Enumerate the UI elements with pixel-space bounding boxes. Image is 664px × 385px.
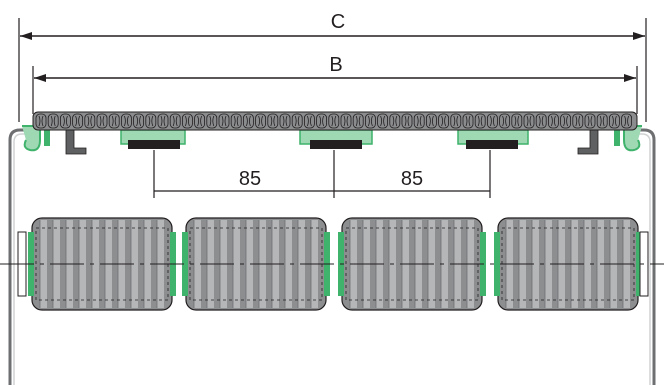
dimension-c: C (18, 11, 647, 122)
chain-links (35, 113, 632, 129)
chain-link (255, 113, 267, 129)
dimension-b: B (32, 54, 638, 114)
chain-link (413, 113, 425, 129)
chain-link (133, 113, 145, 129)
chain-link (267, 113, 279, 129)
chain-link (291, 113, 303, 129)
chain-link (401, 113, 413, 129)
chain-link (340, 113, 352, 129)
chain-link (474, 113, 486, 129)
chain-link (572, 113, 584, 129)
chain-link (621, 113, 632, 129)
spacing-right-label: 85 (401, 168, 423, 190)
chain-link (242, 113, 254, 129)
chain-link (108, 113, 120, 129)
chain-link (316, 113, 328, 129)
chain-link (584, 113, 596, 129)
chain-link (389, 113, 401, 129)
chain-link (609, 113, 620, 129)
wear-strip-support-3 (457, 129, 529, 149)
wear-strip-support-1 (120, 129, 186, 149)
chain-link (121, 113, 132, 129)
chain-link (145, 113, 157, 129)
chain-link (157, 113, 169, 129)
chain-link (206, 113, 218, 129)
chain-link (352, 113, 364, 129)
chain-link (462, 113, 474, 129)
chain-link (450, 113, 462, 129)
chain-link (35, 113, 47, 129)
chain-link (303, 113, 315, 129)
chain-link (438, 113, 450, 129)
chain-link (596, 113, 608, 129)
chain-link (425, 113, 437, 129)
chain-link (328, 113, 340, 129)
chain-link (169, 113, 181, 129)
chain-link (84, 113, 96, 129)
chain-link (511, 113, 523, 129)
chain-link (279, 113, 291, 129)
dimension-b-label: B (329, 54, 342, 76)
conveyor-chain (32, 111, 638, 131)
side-guide-left (22, 125, 87, 155)
chain-link (72, 113, 83, 129)
chain-link (486, 113, 498, 129)
dimension-c-label: C (331, 11, 345, 33)
chain-link (96, 113, 108, 129)
chain-link (181, 113, 193, 129)
side-frame-right (628, 128, 656, 385)
dimension-spacing: 85 85 (153, 150, 491, 198)
chain-link (377, 113, 389, 129)
chain-link (60, 113, 71, 129)
wear-strip-support-2 (299, 129, 373, 149)
chain-link (364, 113, 376, 129)
chain-link (194, 113, 206, 129)
spacing-left-label: 85 (239, 168, 261, 190)
chain-link (548, 113, 559, 129)
chain-link (230, 113, 242, 129)
side-frame-left (8, 128, 36, 385)
chain-link (523, 113, 535, 129)
chain-link (47, 113, 59, 129)
chain-link (560, 113, 571, 129)
chain-link (499, 113, 511, 129)
chain-link (218, 113, 230, 129)
chain-link (535, 113, 547, 129)
